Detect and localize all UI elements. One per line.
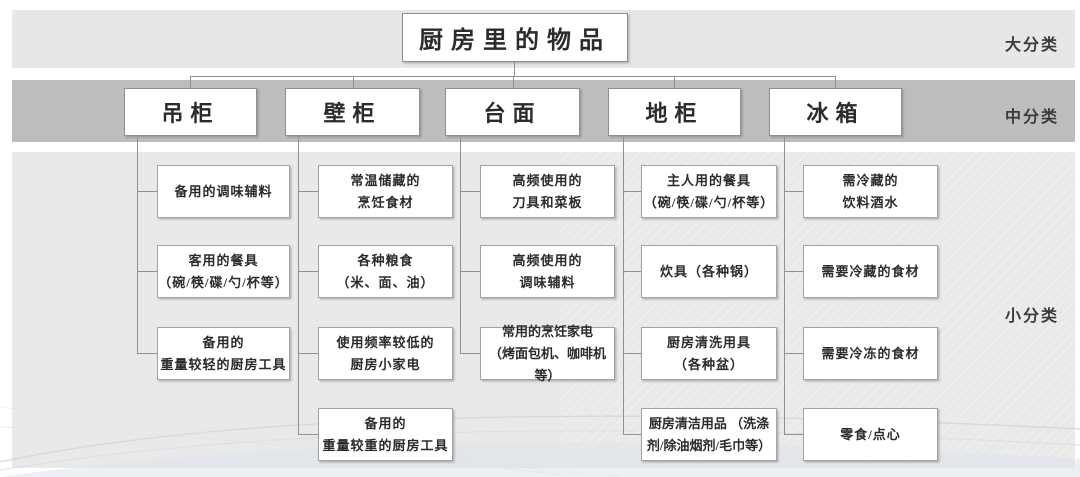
leaf-line: 常温储藏的 <box>350 172 421 188</box>
leaf-node: 零食/点心 <box>803 408 938 461</box>
category-node-refrigerator: 冰箱 <box>769 88 902 136</box>
leaf-line: 常用的烹饪家电 <box>501 323 593 339</box>
leaf-line: 需冷藏的 <box>842 172 899 188</box>
connector-line <box>784 434 803 435</box>
leaf-node: 客用的餐具 （碗/筷/碟/勺/杯等） <box>157 245 290 298</box>
leaf-node: 使用频率较低的 厨房小家电 <box>318 327 453 380</box>
leaf-node: 主人用的餐具 （碗/筷/碟/勺/杯等） <box>641 165 777 218</box>
leaf-line: （各种盆） <box>673 356 744 372</box>
leaf-line: 重量较重的厨房工具 <box>322 437 449 453</box>
leaf-line: 备用的调味辅料 <box>174 183 273 199</box>
connector-line <box>298 271 318 272</box>
leaf-node: 高频使用的 调味辅料 <box>480 245 615 298</box>
connector-line <box>298 434 318 435</box>
connector-line <box>460 353 480 354</box>
leaf-line: （米、面、油） <box>336 274 435 290</box>
connector-line <box>623 434 641 435</box>
leaf-node: 备用的 重量较轻的厨房工具 <box>157 327 290 380</box>
leaf-node: 厨房清洗用具 （各种盆） <box>641 327 777 380</box>
leaf-node: 高频使用的 刀具和菜板 <box>480 165 615 218</box>
leaf-line: 需要冷藏的食材 <box>821 263 920 279</box>
root-node-kitchen-items: 厨房里的物品 <box>402 13 628 62</box>
leaf-line: 剂/除油烟剂/毛巾等） <box>646 437 772 453</box>
leaf-node: 炊具（各种锅） <box>641 245 777 298</box>
leaf-node: 常温储藏的 烹饪食材 <box>318 165 453 218</box>
leaf-node: 常用的烹饪家电 （烤面包机、咖啡机等） <box>480 324 615 383</box>
level-label-middle: 中分类 <box>1004 109 1059 126</box>
leaf-line: 厨房小家电 <box>350 356 421 372</box>
leaf-line: 备用的 <box>202 334 245 350</box>
leaf-line: 饮料酒水 <box>842 194 899 210</box>
leaf-line: （烤面包机、咖啡机等） <box>488 345 606 383</box>
connector-line <box>460 191 480 192</box>
leaf-line: 厨房清洗用具 <box>666 334 751 350</box>
leaf-node: 备用的调味辅料 <box>157 165 290 218</box>
category-node-countertop: 台面 <box>445 88 580 136</box>
leaf-line: 调味辅料 <box>519 274 576 290</box>
leaf-line: 各种粮食 <box>357 252 414 268</box>
connector-line <box>623 136 624 434</box>
leaf-line: 炊具（各种锅） <box>659 263 758 279</box>
leaf-node: 备用的 重量较重的厨房工具 <box>318 408 453 461</box>
leaf-line: 厨房清洁用品 （洗涤 <box>648 415 770 431</box>
leaf-node: 需冷藏的 饮料酒水 <box>803 165 938 218</box>
level-label-minor: 小分类 <box>1004 308 1059 325</box>
connector-line <box>137 136 138 353</box>
connector-line <box>137 271 157 272</box>
connector-line <box>514 62 515 76</box>
leaf-line: （碗/筷/碟/勺/杯等） <box>643 194 775 210</box>
connector-line <box>784 136 785 434</box>
leaf-node: 需要冷冻的食材 <box>803 327 938 380</box>
connector-line <box>298 353 318 354</box>
leaf-line: 高频使用的 <box>512 252 583 268</box>
level-label-major: 大分类 <box>1004 37 1059 54</box>
connector-line <box>623 191 641 192</box>
connector-line <box>784 191 803 192</box>
connector-line <box>137 191 157 192</box>
connector-line <box>460 271 480 272</box>
leaf-line: （碗/筷/碟/勺/杯等） <box>158 274 289 290</box>
leaf-line: 高频使用的 <box>512 172 583 188</box>
leaf-line: 需要冷冻的食材 <box>821 345 920 361</box>
connector-line <box>784 353 803 354</box>
connector-line <box>623 353 641 354</box>
leaf-line: 重量较轻的厨房工具 <box>160 356 287 372</box>
category-node-wall-cabinet: 壁柜 <box>285 88 420 136</box>
leaf-line: 零食/点心 <box>840 426 901 442</box>
connector-line <box>353 76 354 88</box>
connector-line <box>460 136 461 353</box>
connector-line <box>298 191 318 192</box>
connector-line <box>623 271 641 272</box>
leaf-node: 各种粮食 （米、面、油） <box>318 245 453 298</box>
connector-line <box>784 271 803 272</box>
category-node-floor-cabinet: 地柜 <box>608 88 741 136</box>
leaf-line: 主人用的餐具 <box>666 172 751 188</box>
leaf-line: 烹饪食材 <box>357 194 414 210</box>
leaf-line: 备用的 <box>364 415 407 431</box>
connector-line <box>674 76 675 88</box>
leaf-node: 需要冷藏的食材 <box>803 245 938 298</box>
category-node-hanging-cabinet: 吊柜 <box>124 88 257 136</box>
connector-line <box>137 353 157 354</box>
leaf-node: 厨房清洁用品 （洗涤 剂/除油烟剂/毛巾等） <box>641 408 777 461</box>
connector-line <box>835 76 836 88</box>
leaf-line: 刀具和菜板 <box>512 194 583 210</box>
connector-line <box>298 136 299 434</box>
connector-line <box>513 76 514 88</box>
leaf-line: 使用频率较低的 <box>336 334 435 350</box>
leaf-line: 客用的餐具 <box>188 252 259 268</box>
connector-line <box>190 76 191 88</box>
